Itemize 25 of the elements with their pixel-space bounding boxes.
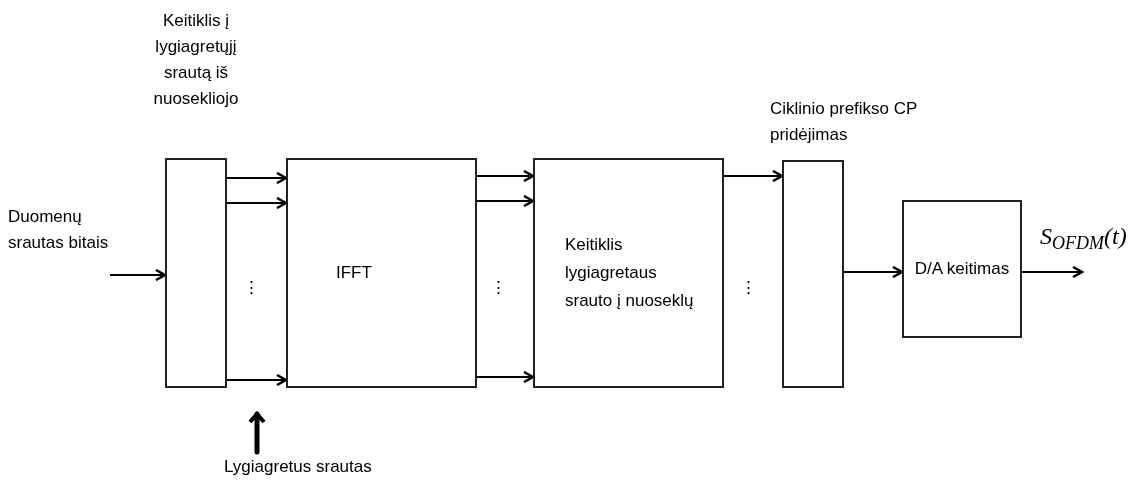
process-box	[533, 158, 724, 388]
arrow	[248, 411, 266, 455]
arrow	[476, 370, 535, 384]
input-label: Duomenų srautas bitais	[8, 206, 110, 254]
arrow	[723, 169, 784, 183]
annotation-text: Lygiagretus srautas	[224, 454, 372, 480]
box-label: Keitiklis lygiagretaus srauto į nuoseklų	[565, 234, 695, 312]
arrow	[226, 373, 288, 387]
arrow	[476, 169, 535, 183]
arrow	[476, 194, 535, 208]
ellipsis-mark: ⋮	[490, 277, 502, 299]
ellipsis-mark: ⋮	[740, 277, 752, 299]
block-heading: Keitiklis į lygiagretųjį srautą iš nuosekliojo	[152, 10, 240, 110]
ellipsis-mark: ⋮	[243, 277, 255, 299]
signal-label: S$_{OFDM}$(t)	[1040, 224, 1127, 248]
box-label: IFFT	[336, 262, 373, 284]
arrow	[109, 268, 167, 282]
process-box	[902, 200, 1022, 338]
arrow	[226, 196, 288, 210]
block-heading: Ciklinio prefikso CP pridėjimas	[770, 98, 919, 146]
arrow	[226, 171, 288, 185]
arrow	[843, 265, 904, 279]
arrow	[1021, 265, 1084, 279]
process-box	[286, 158, 477, 388]
box-label: D/A keitimas	[914, 258, 1010, 280]
